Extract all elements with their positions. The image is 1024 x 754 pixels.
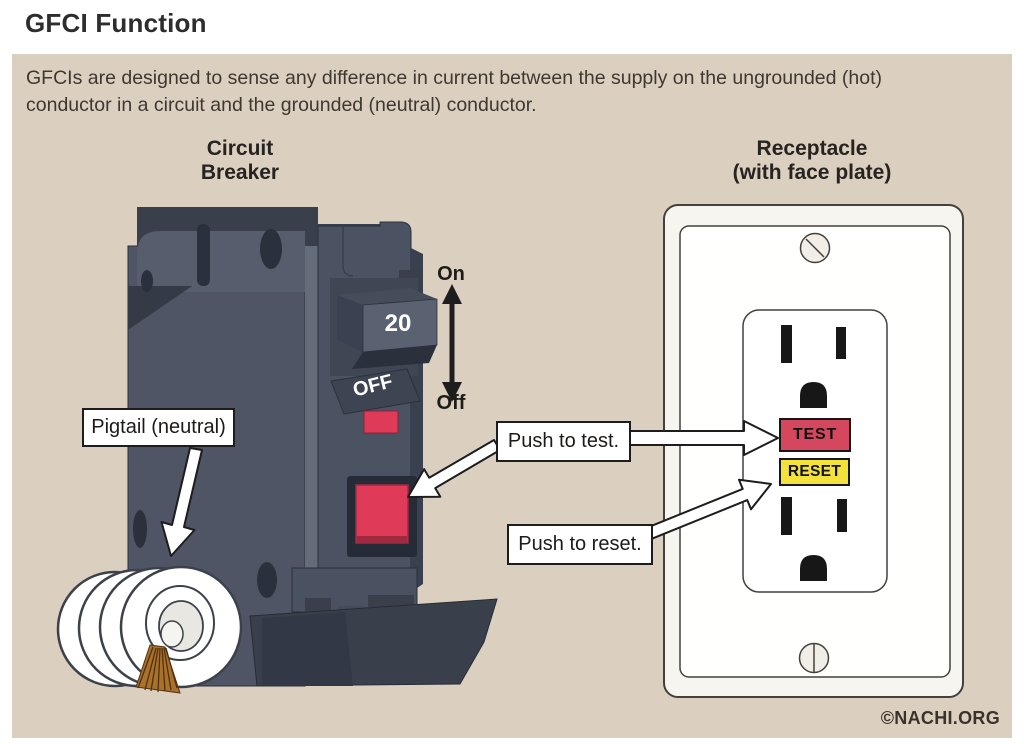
pigtail-callout: Pigtail (neutral) (82, 408, 235, 447)
push-to-test-callout: Push to test. (496, 421, 631, 462)
test-button (779, 418, 851, 452)
on-off-arrow (442, 284, 462, 402)
circuit-breaker-heading: Circuit Breaker (200, 137, 280, 184)
breaker-screw-hole (257, 562, 277, 598)
breaker-toggle-handle (337, 288, 438, 369)
callout-arrows (160, 420, 779, 557)
lower-neutral-slot (781, 497, 792, 535)
intro-text: GFCIs are designed to sense any differen… (26, 67, 883, 116)
breaker-amp-rating: 20 (384, 310, 412, 337)
upper-neutral-slot (781, 325, 792, 363)
lower-ground-hole (800, 555, 827, 581)
faceplate-top-screw (799, 232, 831, 264)
faceplate-bottom-screw (798, 642, 830, 674)
copyright-text: ©NACHI.ORG (880, 708, 1000, 728)
upper-ground-hole (800, 382, 827, 408)
breaker-screw-hole (133, 510, 147, 548)
push-to-reset-callout: Push to reset. (507, 524, 653, 565)
lower-hot-slot (837, 499, 847, 532)
breaker-seam (342, 226, 354, 277)
breaker-test-button (355, 484, 409, 544)
breaker-feet (249, 567, 498, 687)
receptacle-heading: Receptacle (with face plate) (732, 137, 892, 184)
push-test-right-arrow (629, 420, 779, 456)
breaker-bevel (128, 286, 192, 330)
breaker-groove (197, 224, 210, 286)
toggle-off-label: Off (436, 392, 466, 414)
breaker-trip-indicator (363, 410, 399, 434)
upper-hot-slot (836, 327, 846, 359)
pigtail-wire-coil (56, 565, 243, 694)
pigtail-arrow (160, 447, 203, 557)
copper-strands (135, 644, 181, 694)
test-button-label: TEST (792, 426, 838, 443)
push-test-left-arrow (407, 439, 501, 498)
breaker-off-panel (330, 368, 421, 415)
breaker-screw-hole (260, 229, 282, 269)
reset-button (779, 458, 850, 486)
push-reset-arrow (646, 478, 772, 540)
breaker-screw-hole (141, 270, 153, 292)
page-title: GFCI Function (25, 8, 207, 38)
toggle-on-label: On (437, 263, 465, 285)
receptacle-illustration (663, 204, 964, 698)
reset-button-label: RESET (787, 463, 842, 480)
